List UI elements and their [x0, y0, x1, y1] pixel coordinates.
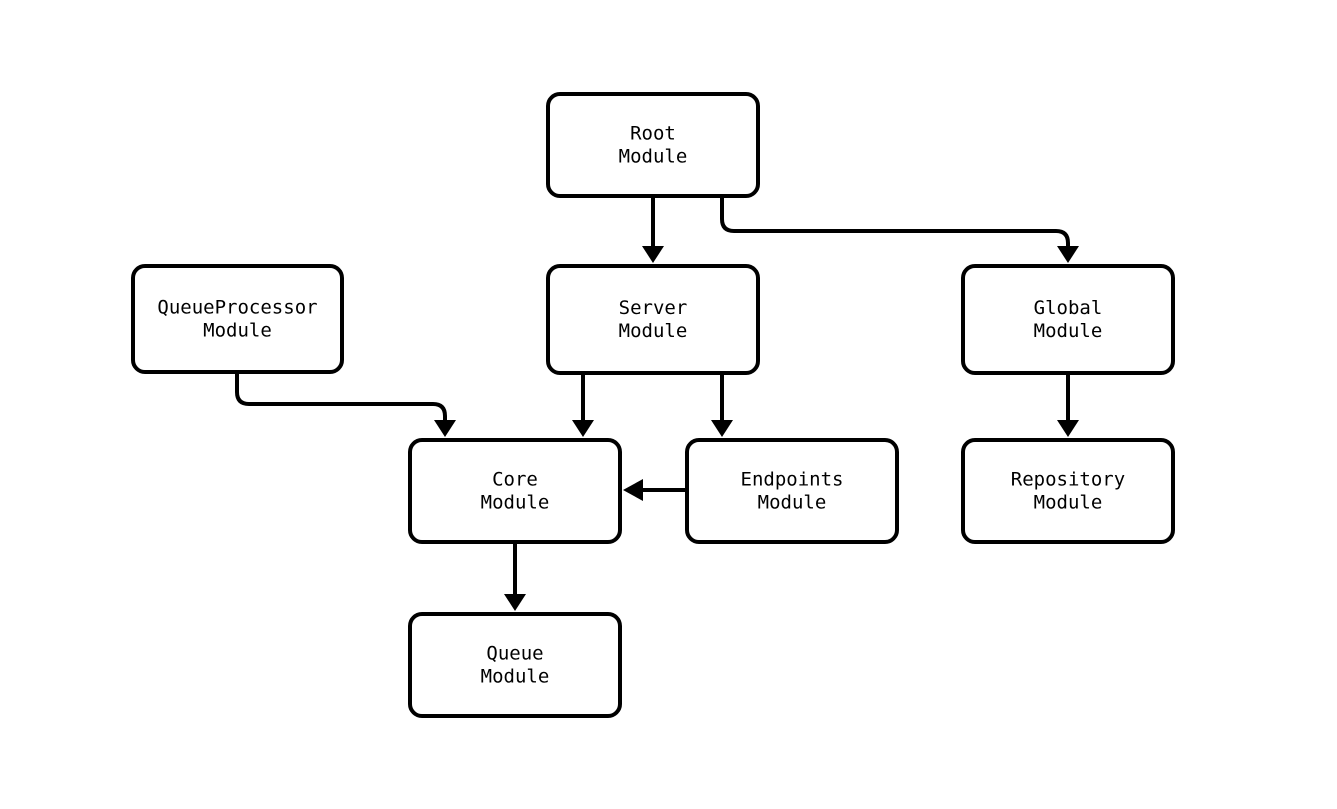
- node-box[interactable]: [546, 92, 760, 198]
- node-label-line2: Module: [619, 320, 688, 342]
- arrowhead-icon: [434, 420, 456, 437]
- edge-line: [235, 372, 447, 420]
- edge-queueprocessor-to-core: [235, 372, 456, 437]
- edge-root-to-global: [720, 196, 1079, 263]
- nodes-layer: RootModuleQueueProcessorModuleServerModu…: [131, 92, 1175, 718]
- node-label-line1: Queue: [486, 643, 543, 665]
- node-box[interactable]: [961, 264, 1175, 375]
- edges-layer: [235, 196, 1079, 611]
- node-label-line2: Module: [203, 320, 272, 342]
- arrowhead-icon: [1057, 420, 1079, 437]
- edge-server-to-core: [572, 373, 594, 437]
- node-box[interactable]: [131, 264, 344, 374]
- node-label-line1: Core: [492, 469, 538, 491]
- node-box[interactable]: [408, 438, 622, 544]
- arrowhead-icon: [623, 479, 643, 501]
- node-label-line2: Module: [481, 492, 550, 514]
- arrowhead-icon: [642, 246, 664, 263]
- arrowhead-icon: [572, 420, 594, 437]
- node-label-line1: Repository: [1011, 469, 1125, 491]
- node-label-line1: Server: [619, 297, 688, 319]
- edge-core-to-queue: [504, 542, 526, 611]
- edge-server-to-endpoints: [711, 373, 733, 437]
- arrowhead-icon: [711, 420, 733, 437]
- node-box[interactable]: [685, 438, 899, 544]
- node-label-line1: Global: [1034, 297, 1103, 319]
- arrowhead-icon: [504, 594, 526, 611]
- node-label-line1: Root: [630, 123, 676, 145]
- node-box[interactable]: [546, 264, 760, 375]
- node-label-line1: Endpoints: [741, 469, 844, 491]
- node-label-line2: Module: [758, 492, 827, 514]
- node-box[interactable]: [408, 612, 622, 718]
- arrowhead-icon: [1057, 246, 1079, 263]
- node-label-line2: Module: [1034, 320, 1103, 342]
- node-label-line1: QueueProcessor: [157, 297, 317, 319]
- edge-global-to-repository: [1057, 373, 1079, 437]
- edge-line: [720, 196, 1070, 246]
- node-box[interactable]: [961, 438, 1175, 544]
- edge-endpoints-to-core: [623, 479, 687, 501]
- node-label-line2: Module: [1034, 492, 1103, 514]
- edge-root-to-server: [642, 196, 664, 263]
- node-label-line2: Module: [481, 666, 550, 688]
- node-label-line2: Module: [619, 146, 688, 168]
